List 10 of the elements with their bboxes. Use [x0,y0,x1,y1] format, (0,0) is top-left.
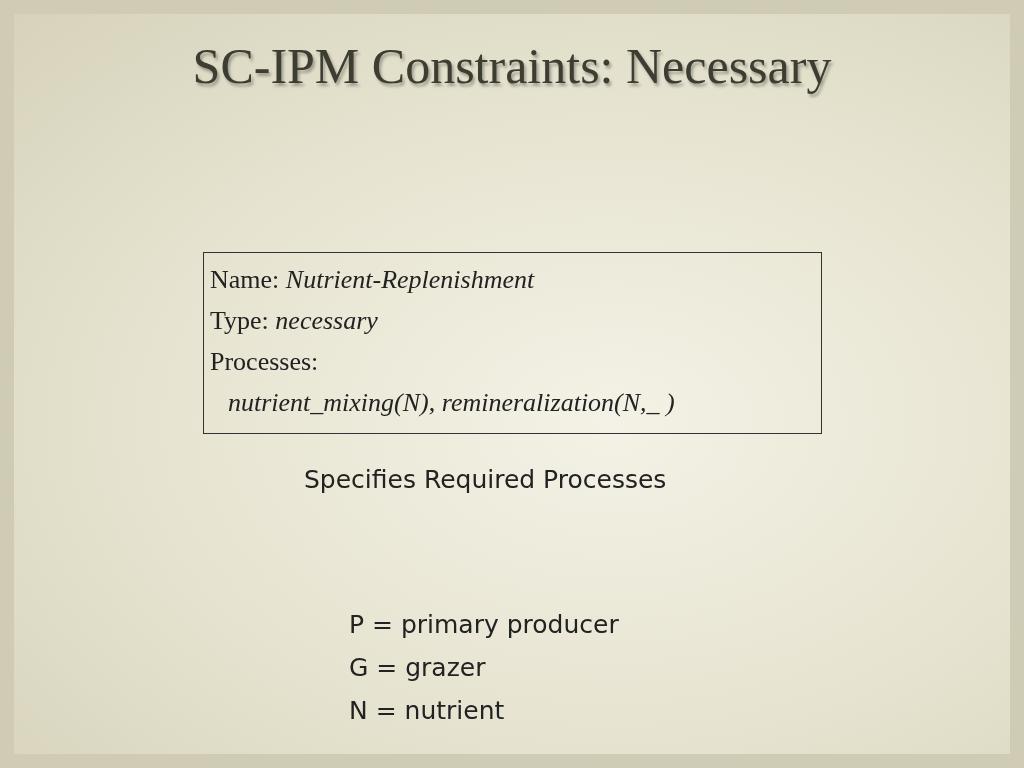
constraint-text-line: Processes: [210,346,319,378]
legend-definition: P = primary producer [349,610,619,639]
constraint-box [203,252,822,434]
slide-title: SC-IPM Constraints: Necessary [191,38,833,94]
constraint-text-line: Name: Nutrient-Replenishment [210,264,535,296]
legend-definition: N = nutrient [349,696,505,725]
constraint-text-line: Type: necessary [210,305,378,337]
caption: Specifies Required Processes [304,465,667,494]
legend-definition: G = grazer [349,653,486,682]
constraint-text-line: nutrient_mixing(N), remineralization(N,_ ) [228,387,675,419]
